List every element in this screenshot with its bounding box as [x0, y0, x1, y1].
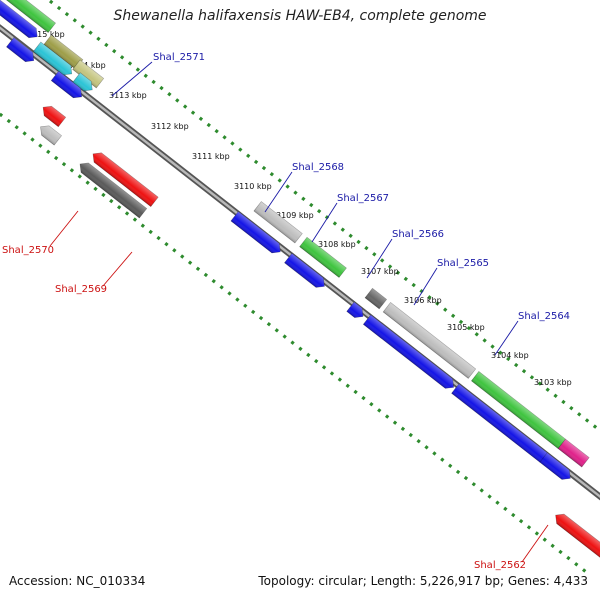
label-leader-line	[264, 171, 293, 213]
map-title: Shewanella halifaxensis HAW-EB4, complet…	[113, 8, 487, 24]
accession-text: Accession: NC_010334	[9, 574, 146, 588]
gene-label[interactable]: Shal_2562	[474, 560, 526, 571]
ruler-tick-label: 3108 kbp	[318, 240, 356, 249]
label-leader-line	[521, 524, 549, 563]
ruler-tick-label: 3113 kbp	[109, 91, 147, 100]
gene-feature[interactable]	[6, 37, 37, 65]
label-leader-line	[111, 61, 153, 97]
ruler-tick-label: 3112 kbp	[151, 122, 189, 131]
gene-feature[interactable]	[0, 0, 41, 41]
feature-layer[interactable]	[0, 0, 600, 576]
gene-feature[interactable]	[552, 510, 600, 576]
gene-label[interactable]: Shal_2570	[2, 245, 54, 256]
label-leader-line	[311, 202, 338, 243]
gene-feature[interactable]	[0, 0, 56, 33]
gene-feature[interactable]	[230, 211, 284, 256]
gene-feature[interactable]	[253, 201, 303, 244]
label-leader-line	[49, 210, 79, 247]
gene-label[interactable]: Shal_2564	[518, 311, 570, 322]
label-leader-line	[494, 320, 519, 356]
label-leader-line	[366, 238, 393, 279]
ruler-tick-label: 3110 kbp	[234, 182, 272, 191]
gene-feature[interactable]	[72, 59, 105, 89]
ruler-tick-label: 3107 kbp	[361, 267, 399, 276]
gene-label[interactable]: Shal_2568	[292, 162, 344, 173]
ruler-tick-label: 3106 kbp	[404, 296, 442, 305]
gene-label[interactable]: Shal_2569	[55, 284, 107, 295]
label-layer: Shal_2571Shal_2568Shal_2567Shal_2566Shal…	[2, 52, 570, 571]
ruler-tick-label: 3115 kbp	[27, 30, 65, 39]
ruler-tick-label: 3105 kbp	[447, 323, 485, 332]
inner-ruler	[0, 112, 592, 577]
gene-feature[interactable]	[539, 452, 574, 483]
gene-feature[interactable]	[382, 302, 477, 379]
gene-feature[interactable]	[72, 72, 96, 95]
ruler-tick-label: 3109 kbp	[276, 211, 314, 220]
gene-label[interactable]: Shal_2565	[437, 258, 489, 269]
gene-feature[interactable]	[284, 252, 329, 291]
gene-feature[interactable]	[37, 122, 62, 146]
gene-feature[interactable]	[362, 314, 457, 392]
ruler-tick-label: 3103 kbp	[534, 378, 572, 387]
gene-feature[interactable]	[346, 301, 367, 321]
gene-feature[interactable]	[299, 236, 347, 278]
ruler-tick-label: 3104 kbp	[491, 351, 529, 360]
label-leader-line	[102, 251, 133, 287]
topology-text: Topology: circular; Length: 5,226,917 bp…	[258, 574, 588, 588]
gene-feature[interactable]	[39, 103, 67, 128]
gene-label[interactable]: Shal_2566	[392, 229, 444, 240]
gene-feature[interactable]	[364, 287, 388, 310]
gene-feature[interactable]	[89, 149, 159, 208]
gene-label[interactable]: Shal_2567	[337, 193, 389, 204]
gene-feature[interactable]	[471, 370, 566, 450]
gene-label[interactable]: Shal_2571	[153, 52, 205, 63]
gene-feature[interactable]	[557, 438, 590, 468]
label-leader-line	[413, 267, 438, 306]
gene-feature[interactable]	[76, 159, 148, 219]
gene-feature[interactable]	[50, 70, 85, 101]
gene-feature[interactable]	[32, 41, 75, 79]
ruler-tick-label: 3111 kbp	[192, 152, 230, 161]
